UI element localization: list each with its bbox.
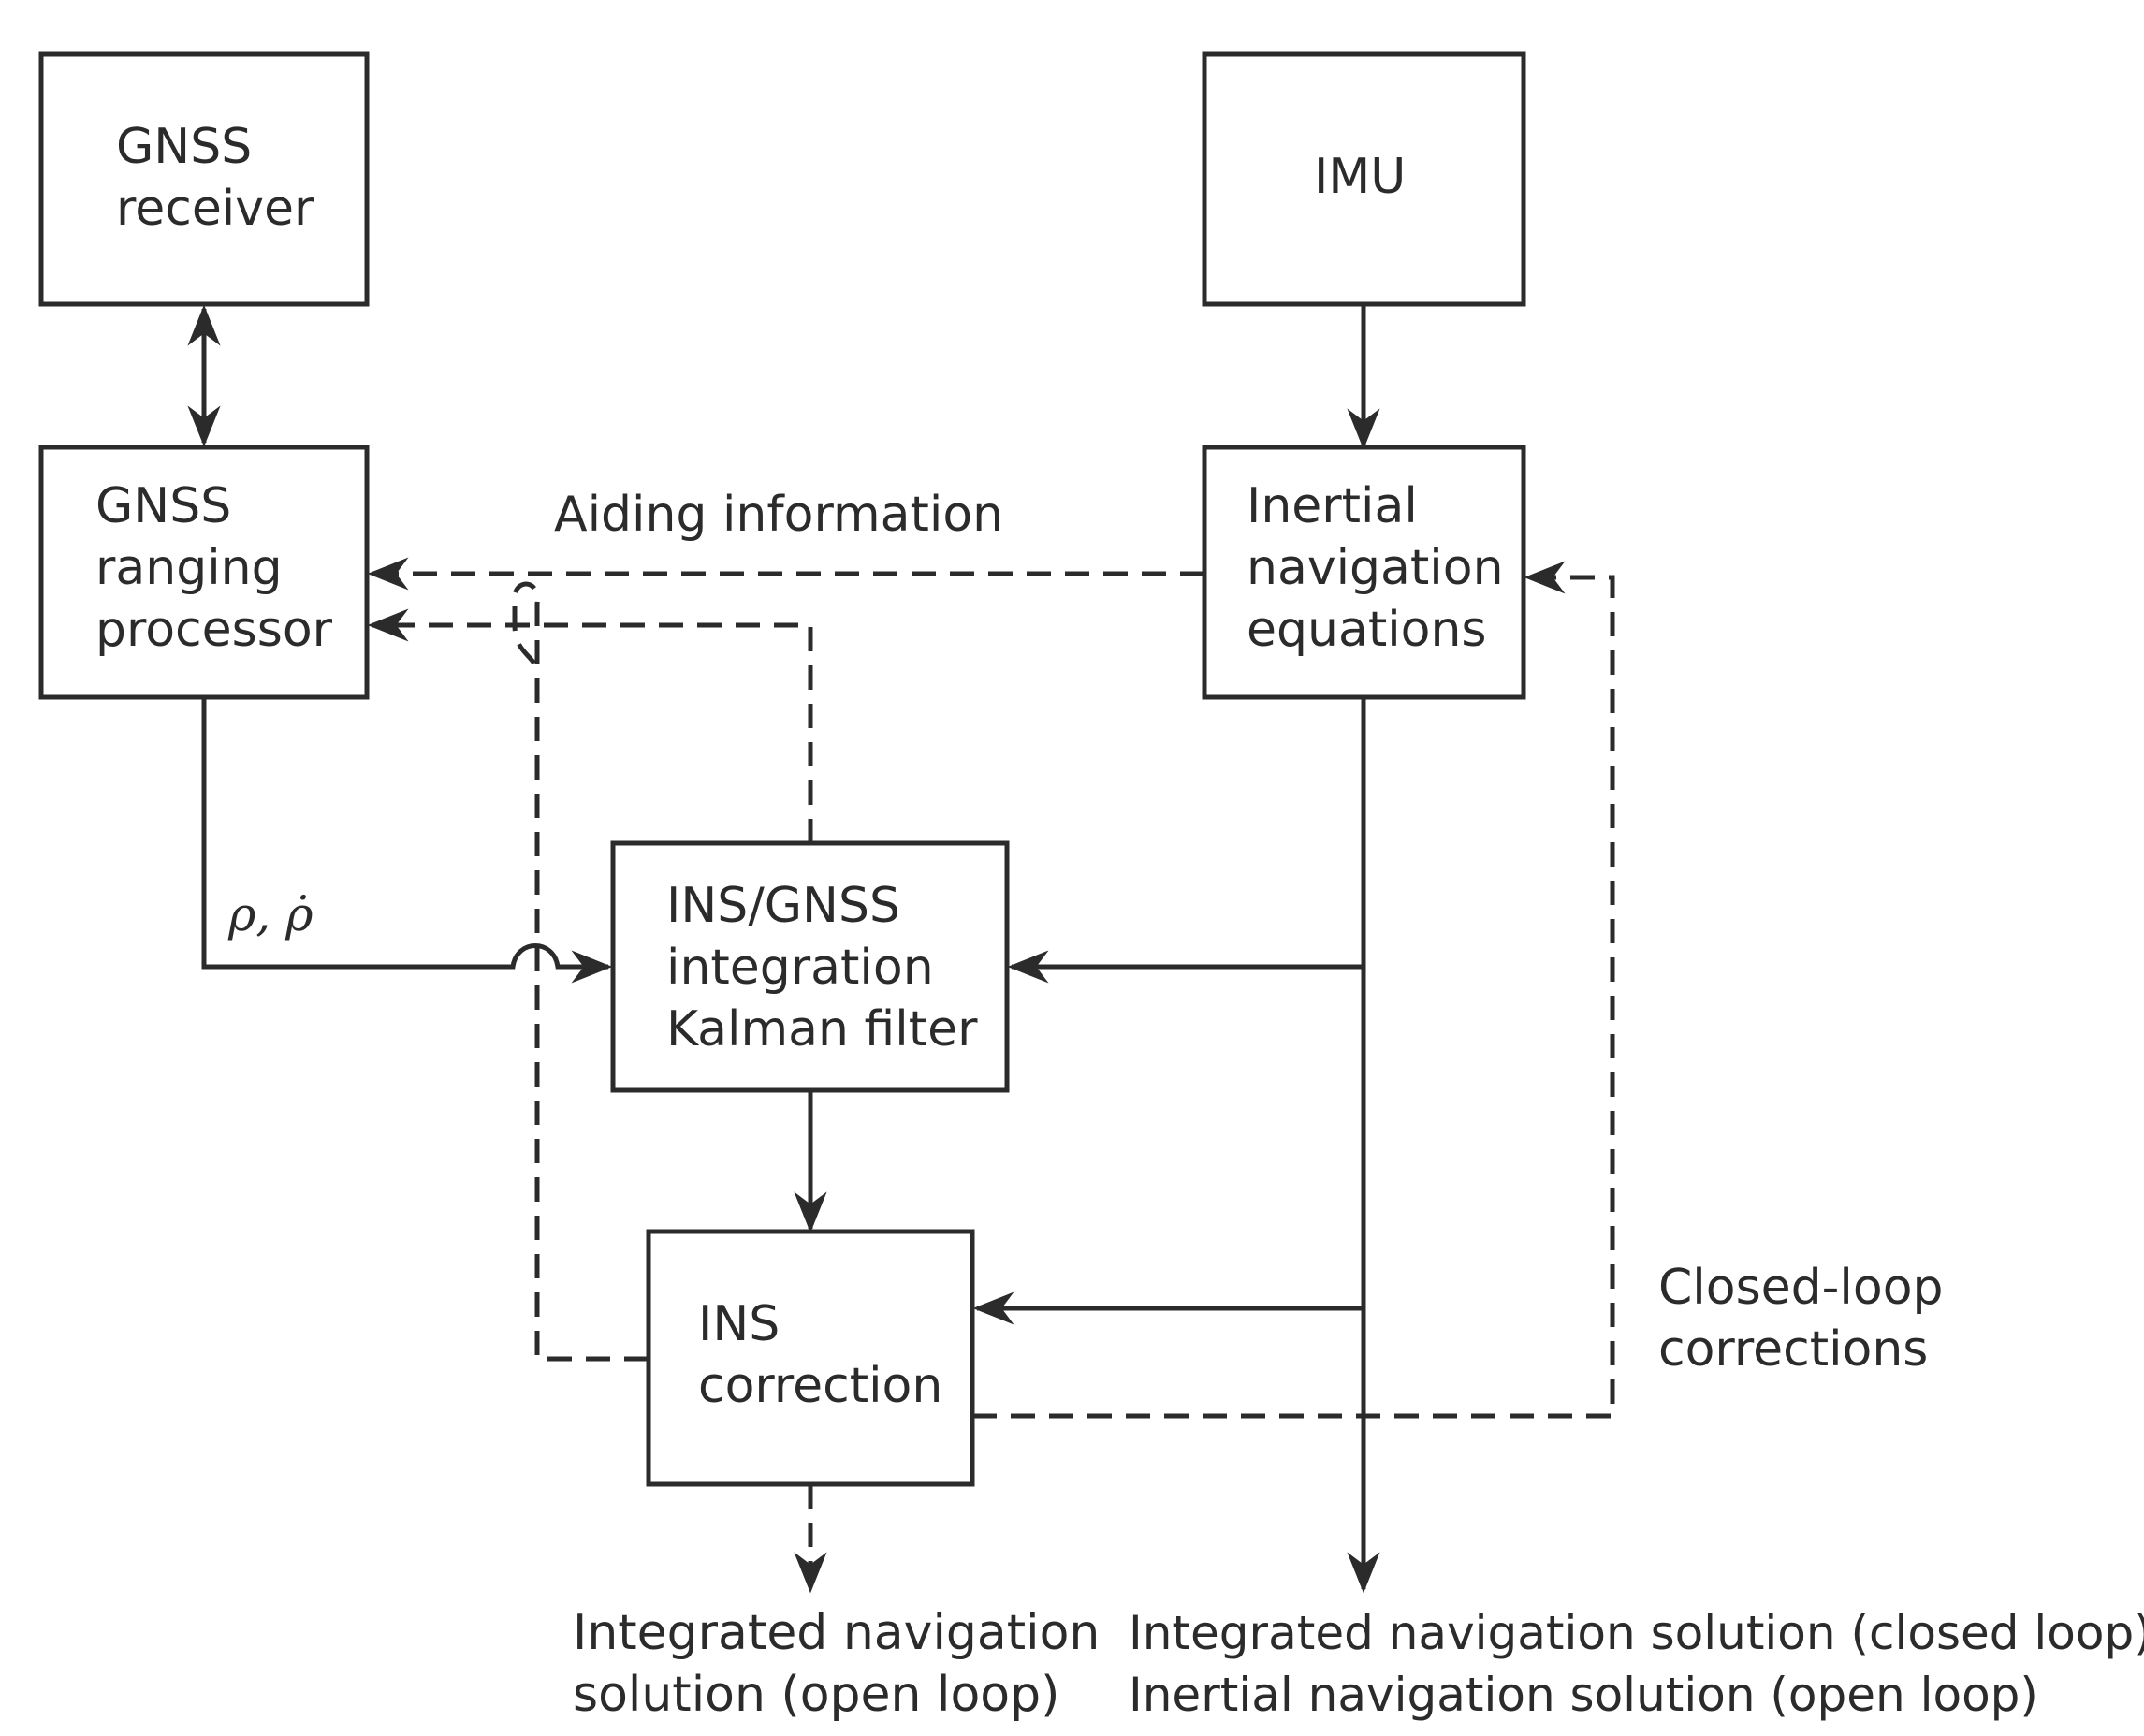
kalman-filter-label: INS/GNSS integration Kalman filter xyxy=(666,875,977,1060)
gnss-ranging-line-2: ranging xyxy=(95,540,283,596)
closed-loop-line-2: corrections xyxy=(1658,1321,1929,1378)
pseudorange-rate-label: ρ, ρ̇ xyxy=(228,887,314,941)
ins-correction-label: INS correction xyxy=(698,1293,942,1417)
inertial-nav-line-2: navigation xyxy=(1247,540,1504,596)
open-loop-output-line-1: Integrated navigation xyxy=(573,1605,1101,1661)
closed-loop-output-line: Integrated navigation solution (closed l… xyxy=(1129,1606,2144,1660)
right-output-label: Integrated navigation solution (closed l… xyxy=(1129,1602,2144,1726)
gnss-receiver-label: GNSS receiver xyxy=(116,116,314,240)
closed-loop-dashed-arrow xyxy=(972,561,1615,1419)
gnss-receiver-line-2: receiver xyxy=(116,181,314,237)
inertial-nav-line-3: equations xyxy=(1247,602,1487,658)
ranging-to-kalman-arrow xyxy=(201,697,613,984)
closed-loop-line-1: Closed-loop xyxy=(1658,1260,1944,1316)
kalman-line-3: Kalman filter xyxy=(666,1001,978,1058)
gnss-receiver-box xyxy=(38,51,370,307)
open-loop-output-line-2: solution (open loop) xyxy=(573,1667,1060,1723)
ins-correction-line-1: INS xyxy=(698,1296,780,1352)
gnss-receiver-line-1: GNSS xyxy=(116,119,253,175)
ins-correction-line-2: correction xyxy=(698,1358,943,1414)
gnss-ranging-line-3: processor xyxy=(95,602,333,658)
inertial-open-loop-output-line: Inertial navigation solution (open loop) xyxy=(1129,1668,2038,1722)
closed-loop-corrections-label: Closed-loop corrections xyxy=(1658,1257,1944,1380)
gnss-ranging-line-1: GNSS xyxy=(95,478,232,534)
imu-label: IMU xyxy=(1314,146,1406,208)
open-loop-output-label: Integrated navigation solution (open loo… xyxy=(573,1602,1100,1726)
kalman-line-2: integration xyxy=(666,940,934,996)
imu-line-1: IMU xyxy=(1314,149,1407,205)
gnss-ranging-label: GNSS ranging processor xyxy=(95,475,332,661)
inertial-navigation-label: Inertial navigation equations xyxy=(1247,475,1504,661)
aiding-information-label: Aiding information xyxy=(554,487,1004,543)
kalman-line-1: INS/GNSS xyxy=(666,878,900,934)
aiding-dashed-line-correction xyxy=(512,581,649,1362)
inertial-nav-line-1: Inertial xyxy=(1247,478,1418,534)
aiding-dashed-arrow-kalman xyxy=(367,608,813,843)
